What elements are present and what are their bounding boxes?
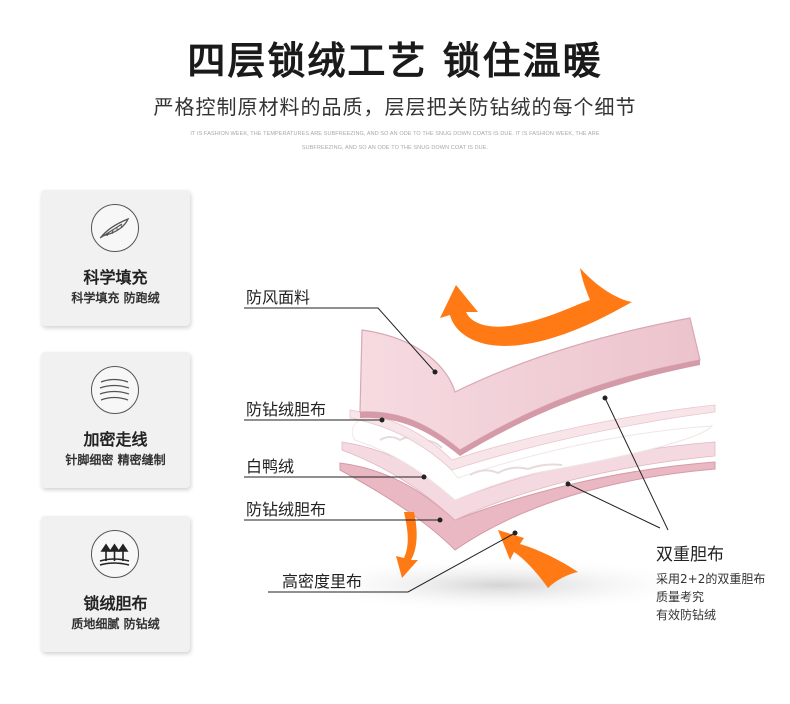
label-liner-top: 防钻绒胆布 — [246, 400, 327, 419]
label-lining: 高密度里布 — [282, 572, 363, 591]
callout-dot — [565, 481, 571, 487]
feather-icon — [91, 204, 139, 252]
white-down-layer — [351, 419, 714, 501]
callout-line-double-2 — [567, 483, 661, 529]
label-double-liner: 双重胆布 — [656, 545, 724, 565]
callout-dot — [602, 395, 608, 401]
feature-title: 加密走线 — [83, 430, 148, 449]
stitch-lines-icon — [91, 366, 139, 414]
arrow-up-right-icon — [498, 530, 578, 588]
callout-line-double-1 — [604, 397, 669, 531]
floor-shadow — [290, 557, 710, 613]
outer-fabric-edge — [360, 360, 700, 456]
callout-line-outer — [244, 307, 436, 373]
double-liner-note-3: 有效防钻绒 — [656, 608, 717, 622]
callout-dot — [437, 517, 443, 523]
feature-desc: 针脚细密 精密缝制 — [65, 453, 166, 467]
label-outer-fabric: 防风面料 — [246, 288, 311, 307]
double-liner-note-1: 采用2+2的双重胆布 — [656, 572, 766, 586]
fine-print: IT IS FASHION WEEK, THE TEMPERATURES ARE… — [190, 131, 600, 151]
page-title: 四层锁绒工艺 锁住温暖 — [187, 39, 603, 83]
feature-card-liner: 锁绒胆布 质地细腻 防钻绒 — [41, 516, 190, 652]
label-liner-bottom: 防钻绒胆布 — [246, 500, 327, 519]
arrow-up-left-icon — [440, 268, 632, 346]
lock-down-arrows-icon — [91, 530, 139, 578]
feature-desc: 质地细腻 防钻绒 — [71, 617, 160, 631]
callout-dot — [379, 417, 385, 423]
double-liner-note-2: 质量考究 — [656, 590, 705, 604]
arrow-down-left-icon — [396, 512, 418, 578]
feature-title: 锁绒胆布 — [83, 594, 148, 613]
top-liner-layer — [349, 404, 716, 471]
page-subtitle: 严格控制原材料的品质，层层把关防钻绒的每个细节 — [153, 95, 637, 119]
label-white-down: 白鸭绒 — [246, 457, 295, 476]
feature-card-filling: 科学填充 科学填充 防跑绒 — [41, 190, 190, 326]
callout-line-lining — [268, 532, 516, 593]
feature-title: 科学填充 — [83, 268, 148, 287]
feature-card-stitching: 加密走线 针脚细密 精密缝制 — [41, 352, 190, 488]
callout-dot — [512, 530, 518, 536]
feature-desc: 科学填充 防跑绒 — [71, 291, 160, 305]
callout-dot — [432, 369, 438, 375]
callout-dot — [421, 474, 427, 480]
